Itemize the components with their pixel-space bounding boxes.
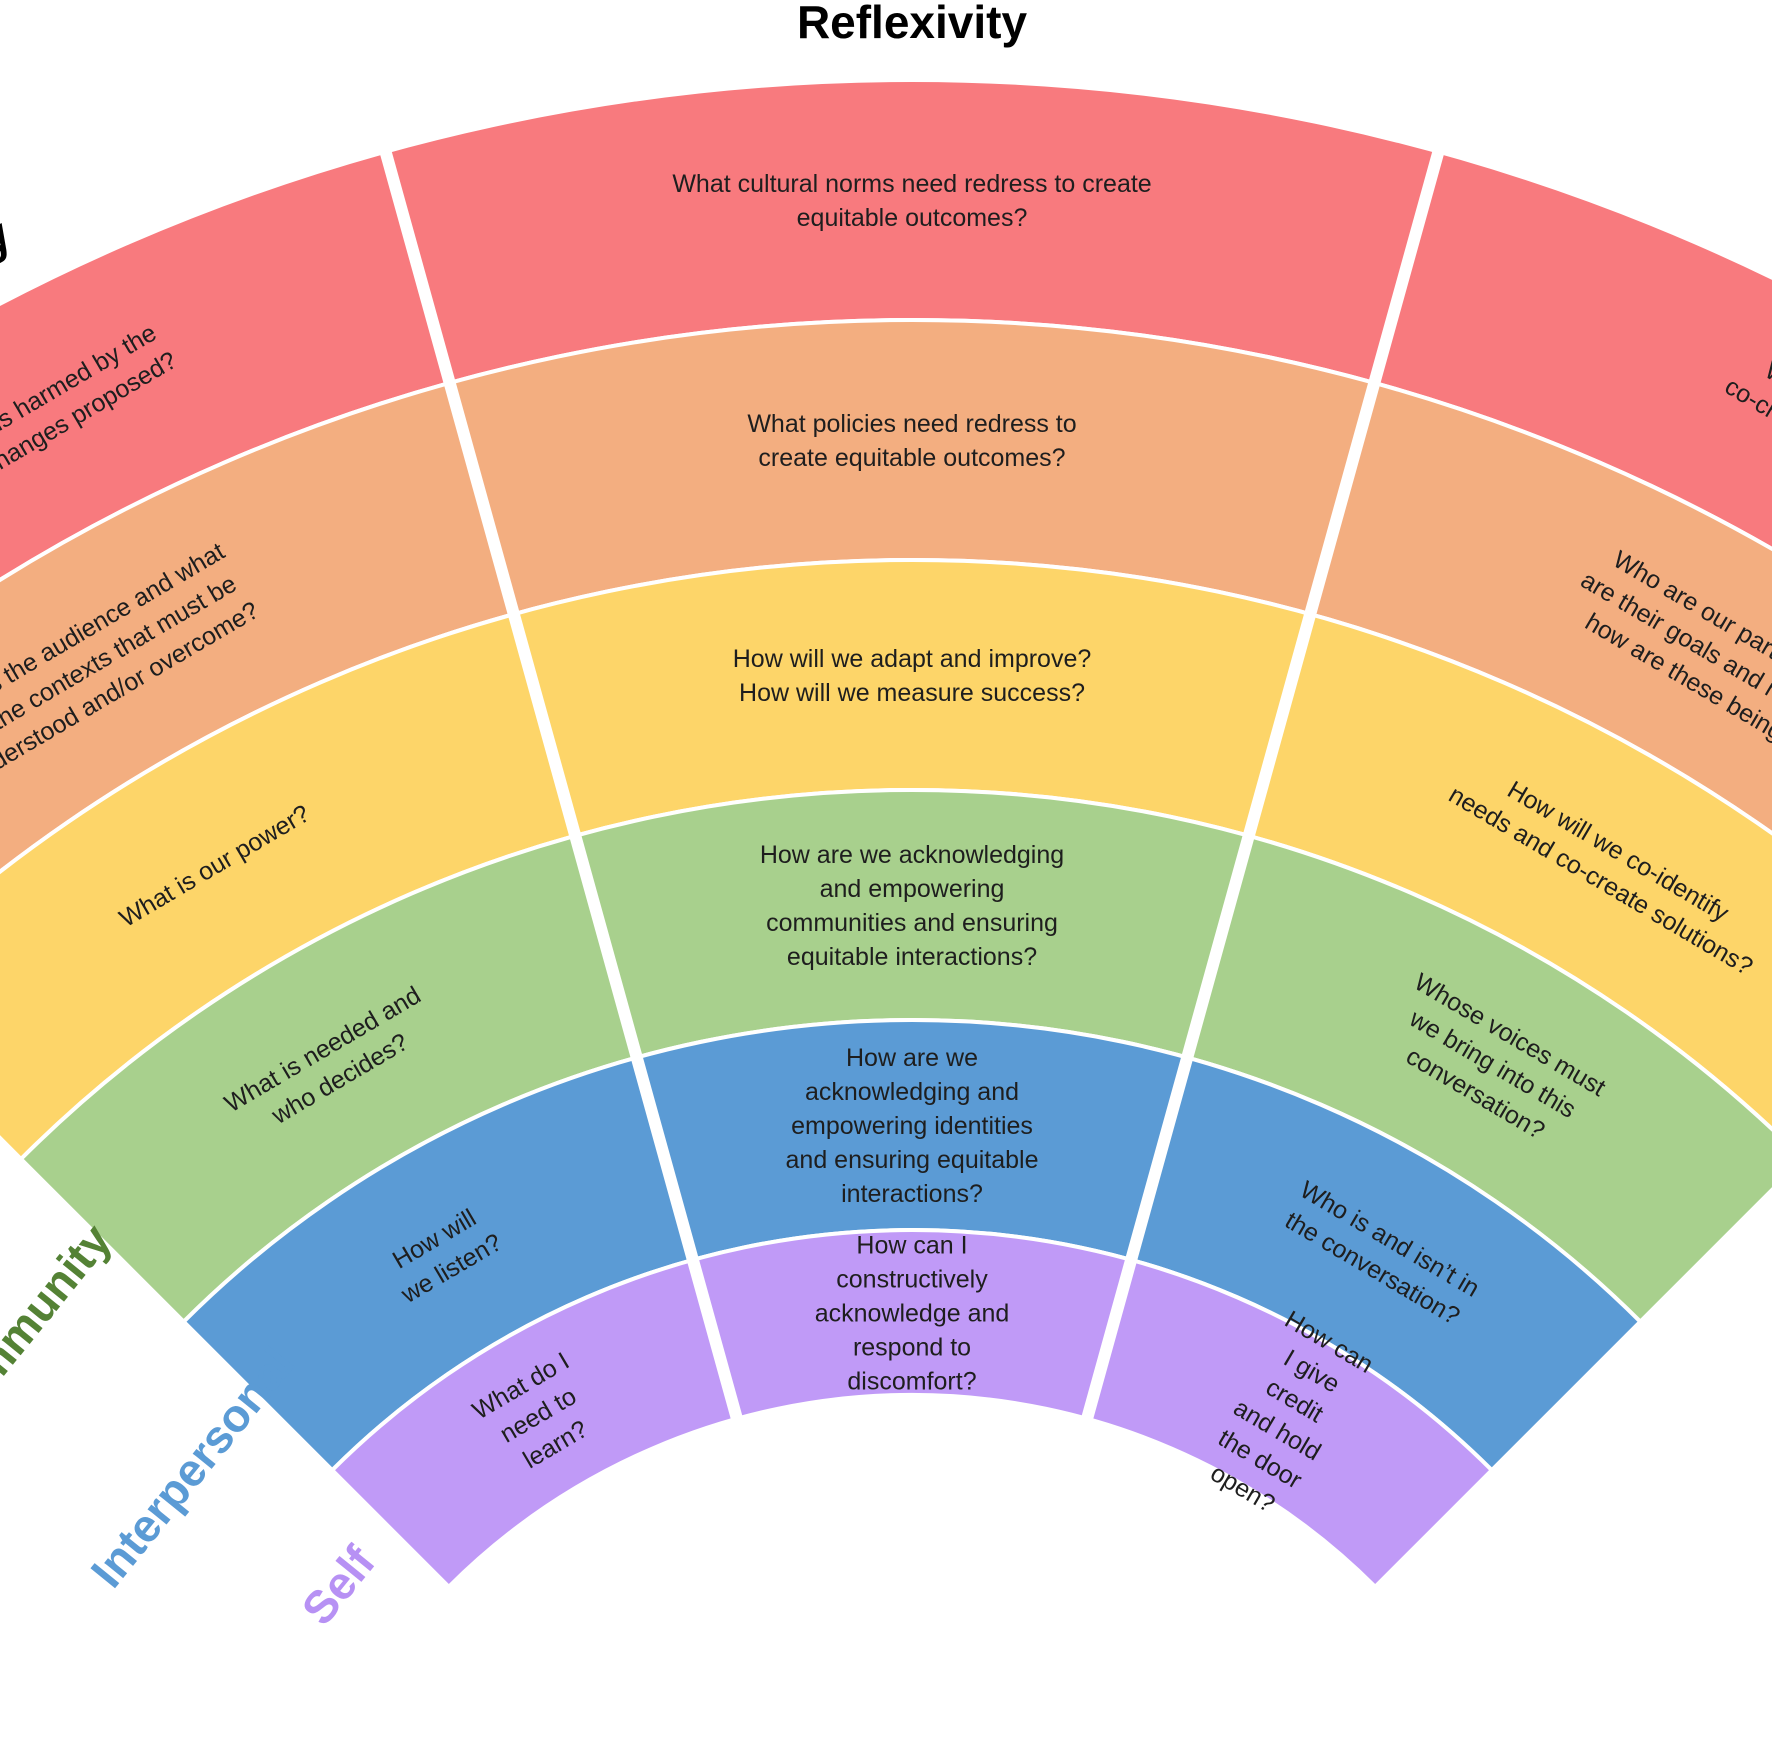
level-label-interpersonal: Interpersonal [80, 1338, 304, 1597]
level-label-line: Interpersonal [80, 1338, 304, 1597]
cell-question-line: equitable interactions? [787, 943, 1037, 971]
cell-question-line: acknowledge and [815, 1300, 1010, 1328]
cell-question-line: and ensuring equitable [786, 1146, 1039, 1174]
column-divider [1079, 130, 1450, 1426]
column-divider [374, 130, 745, 1426]
column-title-reflexivity: Reflexivity [797, 0, 1028, 48]
cell-question-line: How will we measure success? [739, 679, 1085, 707]
cell-question-line: communities and ensuring [766, 909, 1058, 937]
cell-question-line: discomfort? [847, 1368, 976, 1396]
cell-question-line: What policies need redress to [747, 410, 1076, 438]
cell-question-line: create equitable outcomes? [758, 444, 1065, 472]
cell-interpersonal-reflexivity: How are we acknowledging and empowering id… [786, 1044, 1039, 1208]
cell-question-line: empowering identities [791, 1112, 1033, 1140]
level-label-line: Self [291, 1536, 385, 1635]
cell-society-politics-reflexivity: What policies need redress to create equi… [747, 410, 1076, 472]
cell-question-line: respond to [853, 1334, 971, 1362]
level-label-line: Community [0, 1214, 122, 1444]
cell-question-line: interactions? [841, 1180, 983, 1208]
cell-self-reflexivity: How can I constructively acknowledge and re… [815, 1232, 1010, 1396]
cell-question-line: acknowledging and [805, 1078, 1019, 1106]
level-label-self: Self [291, 1536, 385, 1635]
cell-question-line: How are we [846, 1044, 978, 1072]
cell-question-line: equitable outcomes? [797, 204, 1028, 232]
cell-society-culture-reflexivity: What cultural norms need redress to crea… [672, 170, 1151, 232]
cell-question-line: and empowering [820, 875, 1005, 903]
cell-question-line: What cultural norms need redress to crea… [672, 170, 1151, 198]
cell-question-line: How can I [856, 1232, 967, 1260]
cell-community-reflexivity: How are we acknowledging and empowering co… [760, 841, 1064, 971]
cell-question-line: How are we acknowledging [760, 841, 1064, 869]
cell-question-line: constructively [836, 1266, 988, 1294]
ring-sectors [0, 78, 1772, 1590]
cell-question-line: How will we adapt and improve? [733, 645, 1092, 673]
level-label-community: Community [0, 1214, 122, 1444]
column-dividers [374, 130, 1450, 1426]
cell-institution-reflexivity: How will we adapt and improve? How will w… [733, 645, 1092, 707]
